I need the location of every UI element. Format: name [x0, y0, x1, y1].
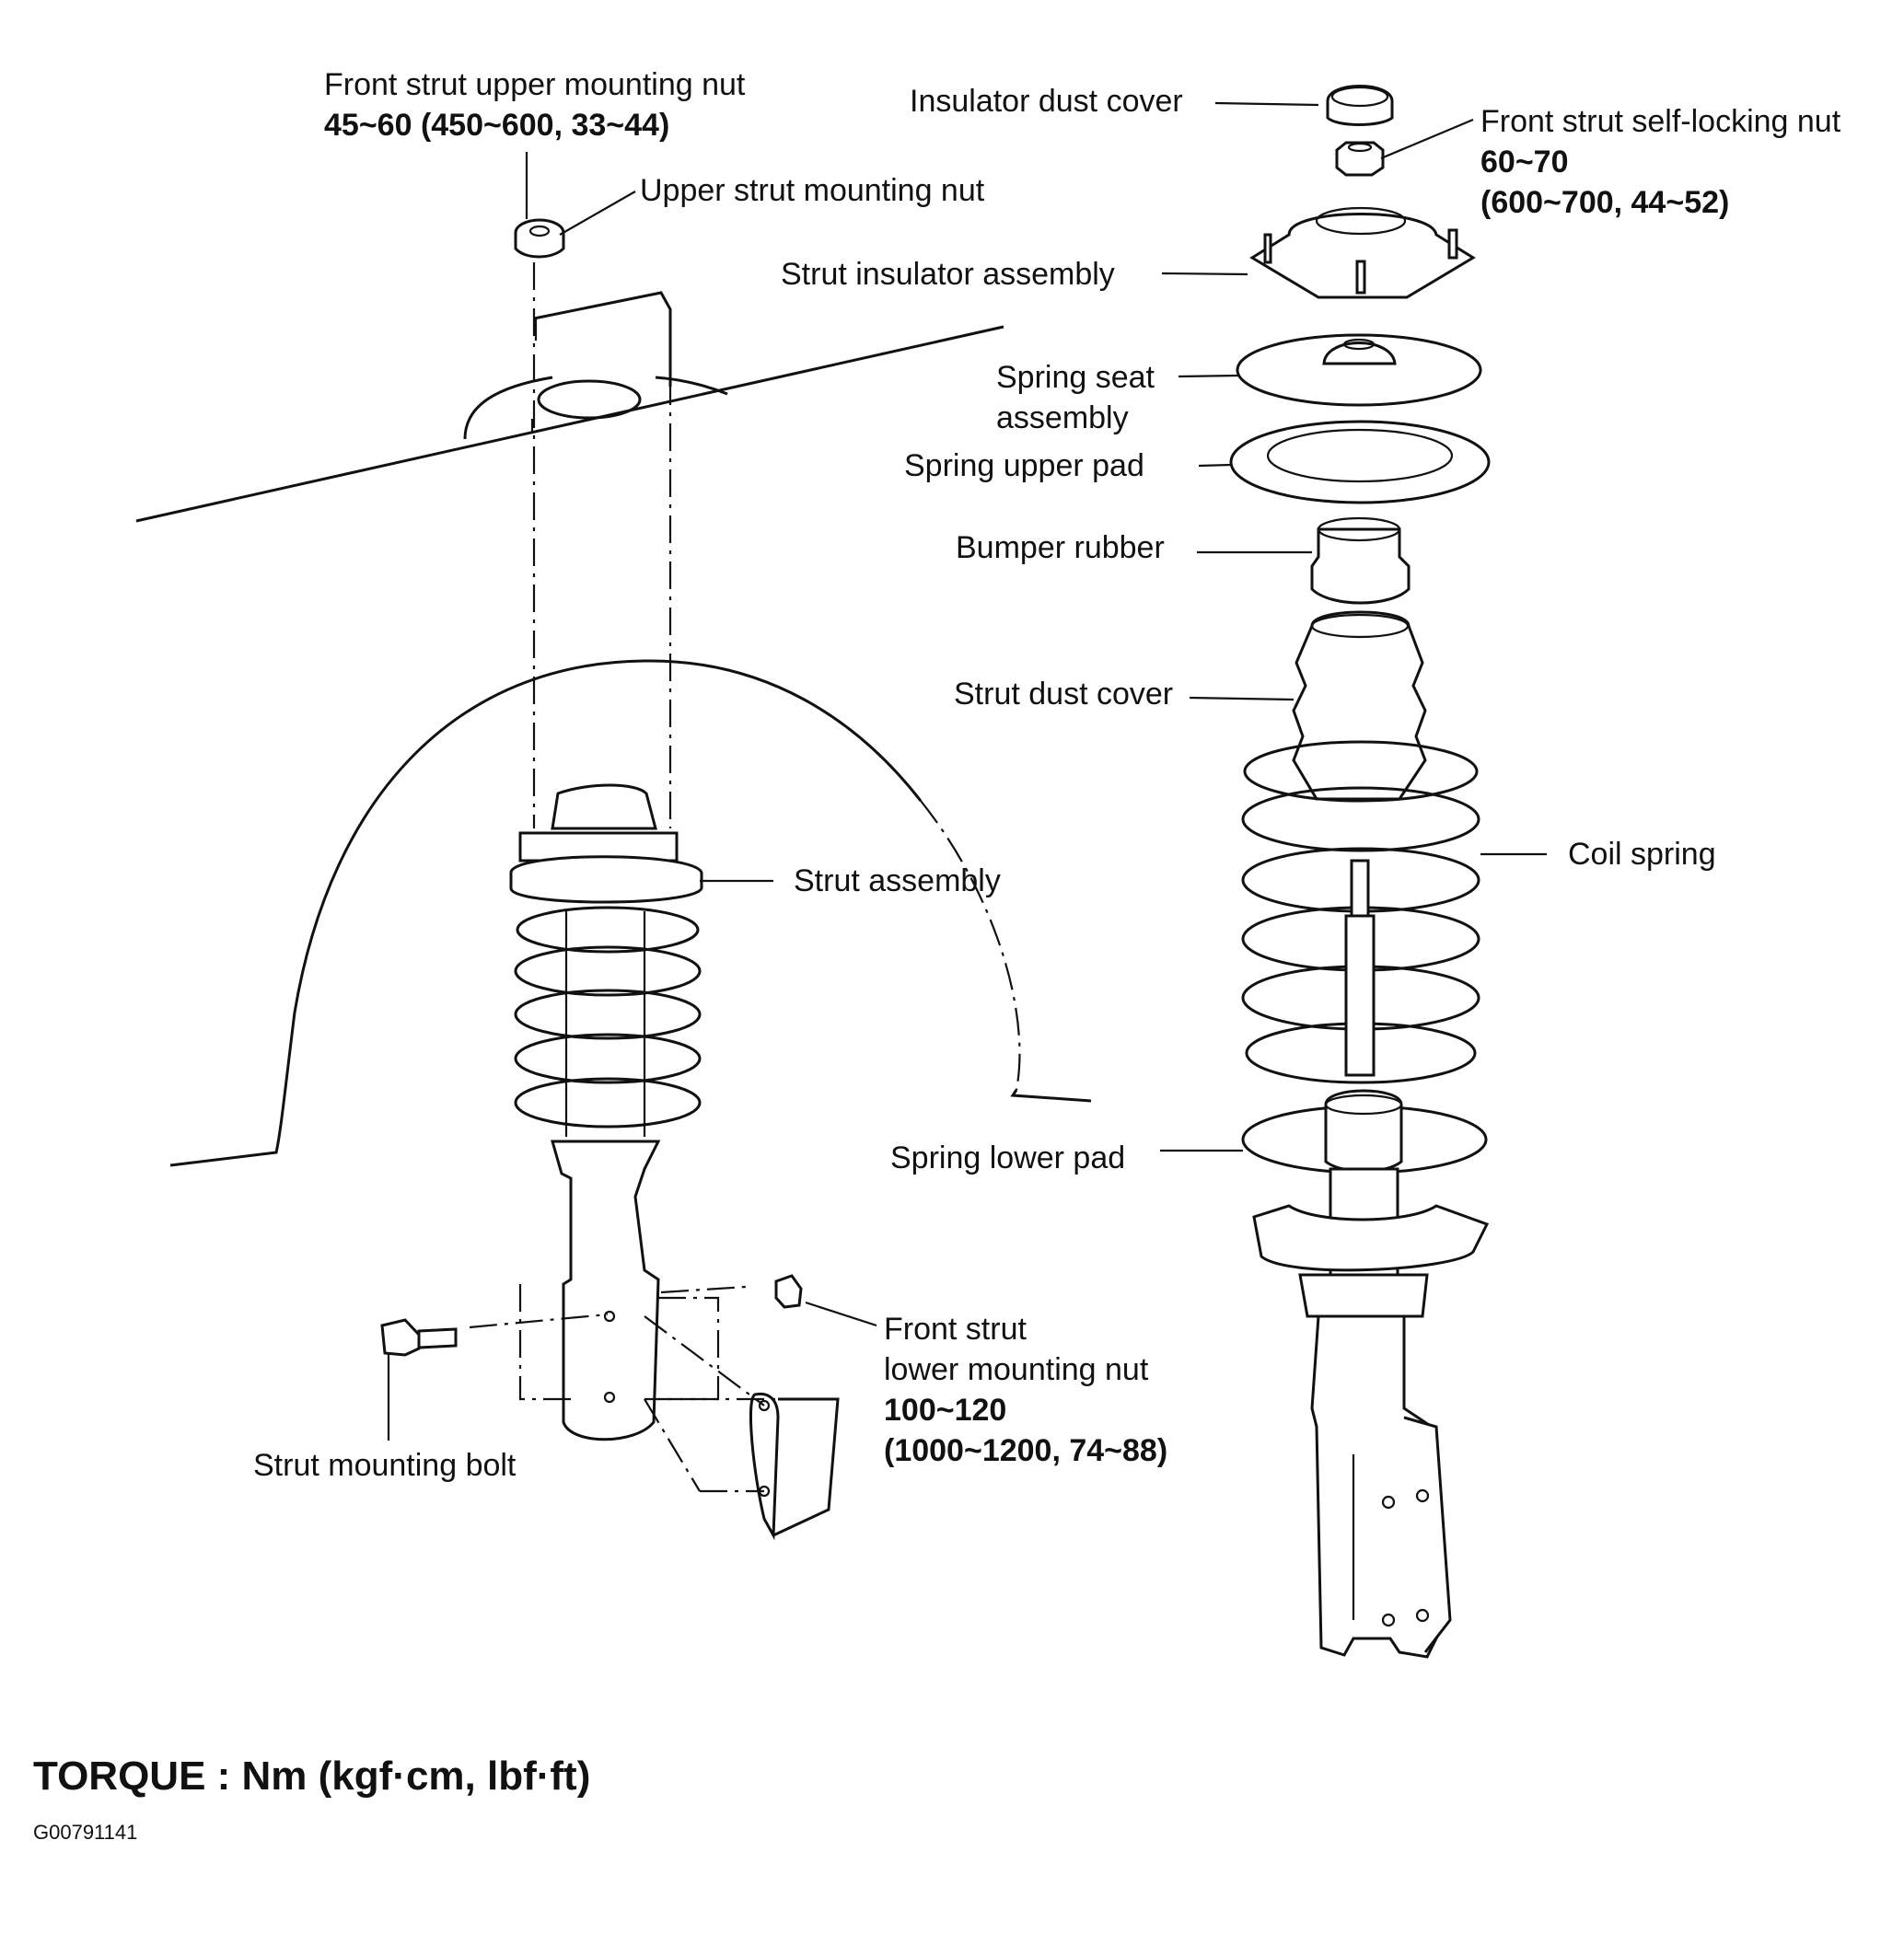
label-name: Coil spring [1568, 837, 1716, 872]
label-strut-mounting-bolt: Strut mounting bolt [253, 1445, 516, 1486]
label-name: Spring lower pad [890, 1140, 1126, 1175]
label-torque-2: (600~700, 44~52) [1480, 185, 1730, 220]
label-bumper-rubber: Bumper rubber [956, 527, 1165, 568]
upper-strut-mounting-nut-shape [514, 218, 565, 259]
label-upper-strut-mounting-nut: Upper strut mounting nut [640, 170, 984, 211]
label-strut-dust-cover: Strut dust cover [954, 674, 1173, 714]
label-name: Strut insulator assembly [781, 257, 1115, 292]
label-torque: 45~60 (450~600, 33~44) [324, 108, 670, 143]
figure-code: G00791141 [33, 1821, 138, 1844]
label-insulator-dust-cover: Insulator dust cover [910, 81, 1183, 122]
torque-units-title: TORQUE : Nm (kgf·cm, lbf·ft) [33, 1754, 591, 1799]
strut-assembly-shape [509, 783, 720, 1441]
label-torque-2: (1000~1200, 74~88) [884, 1433, 1168, 1468]
label-strut-assembly: Strut assembly [794, 861, 1001, 901]
vehicle-body-outline [135, 291, 1092, 1167]
label-name: Strut dust cover [954, 677, 1174, 712]
label-coil-spring: Coil spring [1568, 834, 1716, 874]
label-spring-seat-assembly: Spring seat assembly [996, 357, 1155, 438]
label-spring-lower-pad: Spring lower pad [890, 1138, 1125, 1178]
label-name-2: lower mounting nut [884, 1352, 1149, 1387]
label-name: Spring upper pad [904, 448, 1144, 483]
label-name: Strut assembly [794, 863, 1001, 898]
label-strut-insulator-assembly: Strut insulator assembly [781, 254, 1115, 295]
label-name: Strut mounting bolt [253, 1448, 517, 1483]
label-name: Bumper rubber [956, 530, 1165, 565]
label-name-1: Front strut [884, 1312, 1027, 1347]
label-name: Front strut upper mounting nut [324, 67, 746, 102]
leader-lines [387, 101, 1547, 1441]
label-name: Insulator dust cover [910, 84, 1183, 119]
assembly-guide-lines [530, 262, 672, 828]
label-torque-1: 100~120 [884, 1393, 1007, 1428]
label-front-strut-upper-mounting-nut: Front strut upper mounting nut 45~60 (45… [324, 64, 745, 145]
lower-hardware-shapes [380, 1274, 840, 1541]
exploded-strut-shapes [1229, 85, 1491, 1659]
label-front-strut-self-locking-nut: Front strut self-locking nut 60~70 (600~… [1480, 101, 1840, 223]
label-name: Front strut self-locking nut [1480, 104, 1841, 139]
label-torque-1: 60~70 [1480, 145, 1569, 179]
label-front-strut-lower-mounting-nut: Front strut lower mounting nut 100~120 (… [884, 1309, 1167, 1471]
label-name-1: Spring seat [996, 360, 1155, 395]
label-name-2: assembly [996, 400, 1129, 435]
label-spring-upper-pad: Spring upper pad [904, 446, 1144, 486]
label-name: Upper strut mounting nut [640, 173, 985, 208]
